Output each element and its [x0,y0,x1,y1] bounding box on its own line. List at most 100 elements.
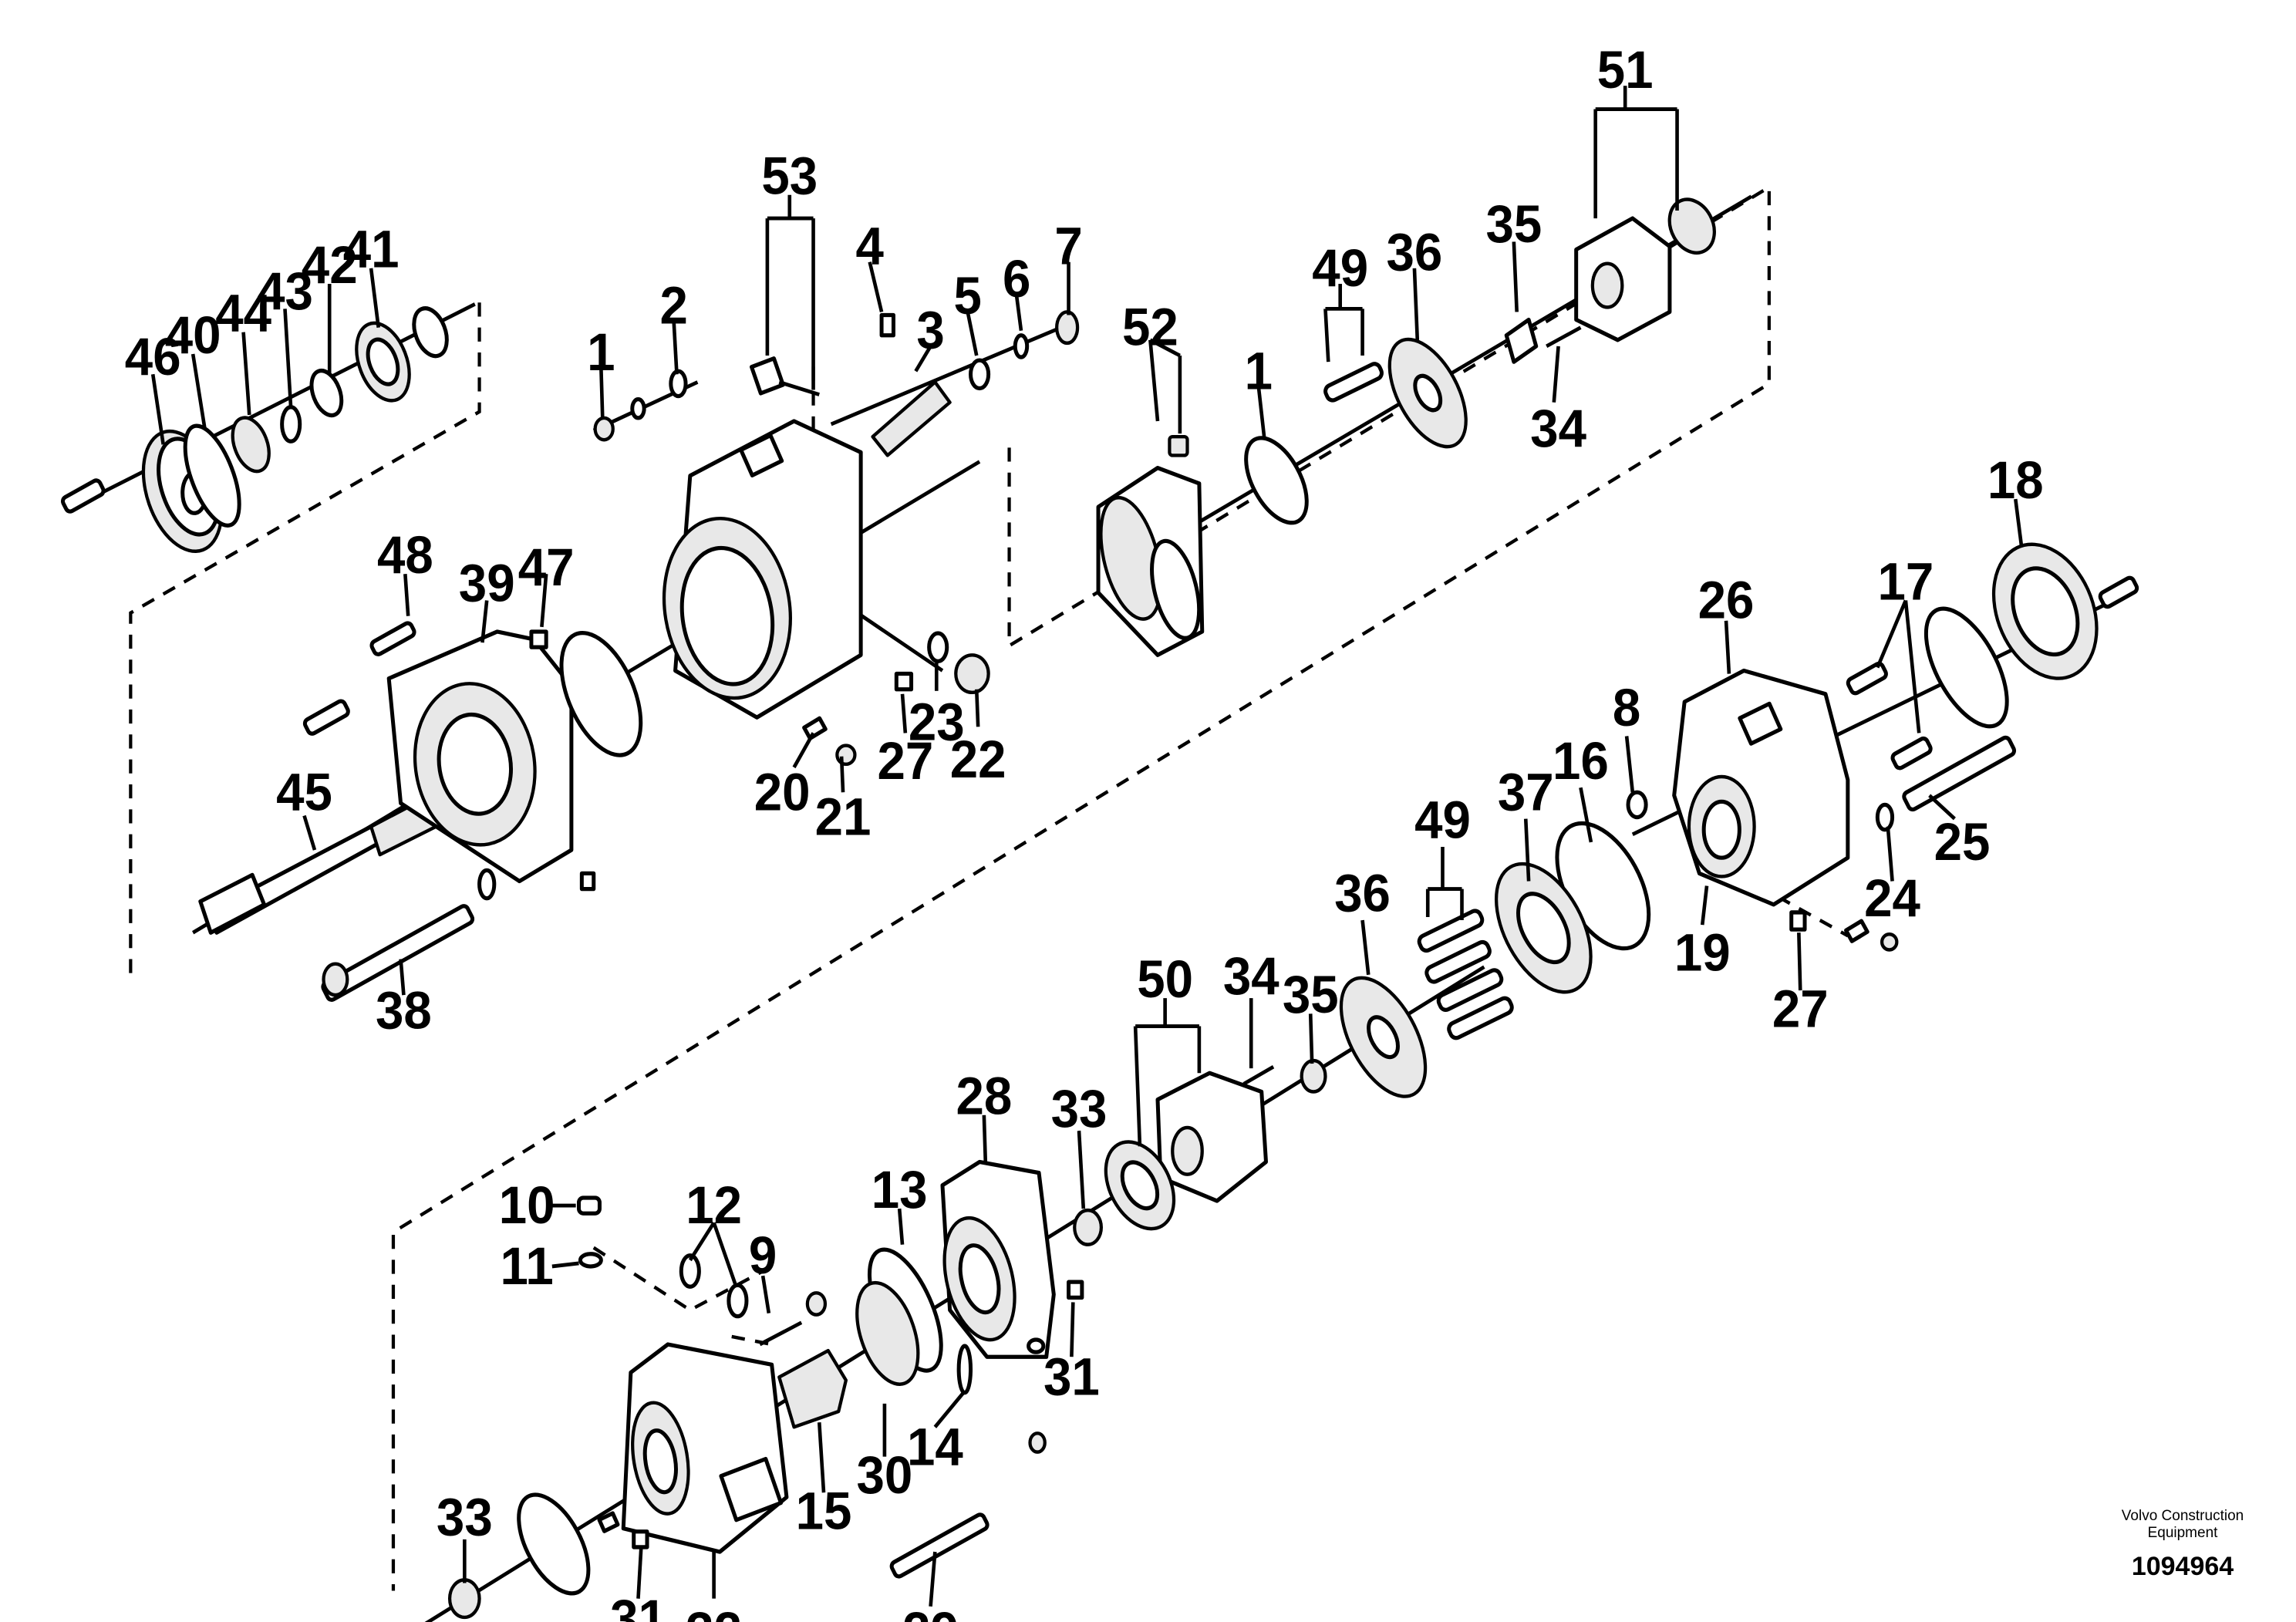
callout-46: 46 [125,328,181,387]
cylinder-block-part [1574,216,1672,342]
callout-34: 34 [1530,400,1586,459]
shaft-housing-group [198,621,643,1002]
spring-part [759,1320,803,1347]
rear-housing-part [1672,668,1850,907]
washer-part [1875,802,1895,832]
callout-1: 1 [1245,342,1273,401]
pin-part [894,671,914,692]
callout-26: 26 [1698,571,1755,630]
callout-31: 31 [1043,1347,1100,1407]
o-ring-part [669,369,688,399]
callout-34-lower: 34 [1223,946,1279,1006]
callout-labels: 51 53 4 7 49 36 35 3 5 6 52 1 2 1 34 41 … [125,41,2044,1622]
callout-27-lower: 27 [1772,980,1829,1039]
callout-51: 51 [1597,41,1654,100]
callout-52: 52 [1122,298,1178,357]
callout-13: 13 [872,1160,928,1219]
callout-11: 11 [501,1237,554,1297]
washer-part [630,397,646,420]
callout-35-lower: 35 [1283,966,1339,1025]
callout-49-lower: 49 [1414,791,1471,850]
bolt-part [302,699,350,736]
callout-1-casing: 1 [587,323,615,383]
spool-part [871,380,952,457]
bush-part [1073,1208,1103,1246]
callout-4: 4 [855,217,883,276]
o-ring-part [517,1492,591,1596]
callout-30: 30 [857,1446,913,1506]
callout-9: 9 [749,1226,777,1285]
valve-block-part [750,356,820,396]
callout-7: 7 [1054,217,1082,276]
assembly-axis-lines [88,194,2131,1622]
ring-part [1013,333,1030,359]
pin-part [1844,919,1870,943]
rear-housing-group [1494,542,2139,994]
leader-lines [150,86,2024,1607]
callout-15: 15 [796,1482,852,1541]
cover-part [940,1159,1056,1359]
pin-part [579,871,596,892]
brand-line-1: Volvo Construction [2121,1508,2244,1524]
callout-35: 35 [1485,195,1542,255]
callout-33-lower: 33 [437,1488,493,1547]
plate-part [1244,436,1309,525]
plug-part [805,1291,828,1317]
nut-part [835,744,857,767]
pin-part [802,716,828,741]
callout-36-lower: 36 [1334,864,1391,923]
snap-ring-part [280,405,302,443]
bearing-housing-part [386,629,574,884]
plug-part [727,1283,749,1319]
pin-part [1789,910,1807,932]
callout-33: 33 [1051,1079,1108,1138]
callout-29: 29 [902,1602,959,1622]
gear-pump-group [447,1159,1084,1620]
callout-49: 49 [1312,238,1368,298]
washer-part [477,868,497,901]
callout-44: 44 [215,284,271,343]
gear-part [855,1280,920,1386]
callout-10: 10 [499,1176,555,1236]
callout-40: 40 [165,305,221,365]
callout-43: 43 [257,262,313,322]
swash-plate-group [1096,434,1309,657]
seal-part [956,1344,973,1395]
oil-seal-part [231,416,271,474]
front-cover-group [60,306,449,553]
pin-part [632,1529,649,1549]
pump-body-part [621,1342,789,1554]
plug-part [679,1253,701,1289]
callout-48: 48 [377,525,433,585]
callout-27: 27 [877,731,933,791]
callout-21: 21 [815,787,872,847]
bolt-part [1902,735,2017,812]
bearing-part [355,321,411,403]
plug-part [1055,310,1080,346]
upper-rotary-group [1323,197,1716,449]
drawing-number: 1094964 [2131,1552,2234,1581]
spherical-bush-part [1300,1058,1327,1094]
o-ring-part [927,631,949,664]
callout-31-lower: 31 [610,1590,666,1622]
retainer-plate-part [1339,976,1428,1098]
casing-part [662,419,863,720]
bolt-part [1890,736,1933,771]
lower-rotary-group [1073,909,1514,1246]
callout-24: 24 [1864,868,1920,928]
callout-39: 39 [459,554,515,613]
nut-part [1880,932,1899,952]
retainer-plate-part [1387,337,1468,449]
bolt-part [2098,575,2139,609]
spring-part [1546,325,1582,349]
plug-part [577,1195,602,1216]
callout-3: 3 [916,301,944,360]
callout-6: 6 [1003,250,1030,309]
main-casing-group [593,310,1080,767]
o-ring-part [1027,1337,1046,1354]
brand-caption: Volvo Construction Equipment [2067,1508,2296,1542]
callout-47: 47 [518,538,575,598]
swash-plate-part [1096,466,1205,657]
callout-5: 5 [953,267,981,326]
